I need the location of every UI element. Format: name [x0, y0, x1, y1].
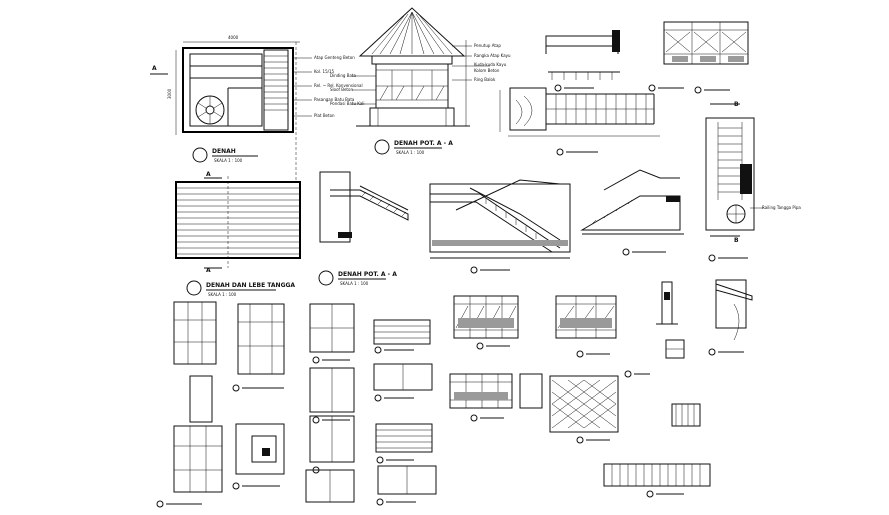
- section-marker-a-bottom: A: [206, 267, 211, 274]
- plan-note-4: Pasangan Batu Bata: [314, 97, 355, 102]
- section-marker-a-left: A: [152, 65, 157, 72]
- plan-note-5: Plat Beton: [314, 113, 335, 118]
- section2-title: DENAH POT. A - A: [338, 271, 397, 278]
- side-stair-elevation: B Railing Tangga Pipa B: [705, 101, 801, 262]
- misc-note: Railing Tangga Pipa: [762, 205, 801, 210]
- stair-section: DENAH POT. A - A SKALA 1 : 100: [318, 169, 684, 286]
- front-elevation: Penutup Atap Rangka Atap Kayu Kuda-kuda …: [330, 7, 511, 155]
- elev-note-7: Sloof Beton: [330, 87, 353, 92]
- right-column-details: [603, 279, 753, 498]
- bottom-middle-details: [373, 319, 437, 506]
- roof-section: A A DENAH DAN LEBE TANGGA SKALA 1 : 100: [175, 171, 301, 297]
- section1-title: DENAH POT. A - A: [394, 140, 453, 147]
- plan-note-1: Atap Genteng Beton: [314, 55, 355, 60]
- stair-plan-scale: SKALA 1 : 100: [208, 292, 237, 297]
- plan-note-2: Kol. 15/15: [314, 69, 335, 74]
- plan-title: DENAH: [212, 148, 236, 155]
- bottom-left-plans: [156, 301, 355, 508]
- elev-note-4: Ring Balok: [474, 77, 496, 82]
- plan-scale: SKALA 1 : 100: [214, 158, 243, 163]
- section2-scale: SKALA 1 : 100: [340, 281, 369, 286]
- plan-dimension-top: 4000: [228, 35, 239, 40]
- plan-dimension-side: 3000: [167, 88, 172, 99]
- top-right-details: [545, 21, 749, 94]
- elev-note-2: Rangka Atap Kayu: [474, 53, 511, 58]
- railing-panels: [449, 295, 619, 444]
- elev-note-8: Pondasi Batu Kali: [330, 101, 365, 106]
- section-marker-a-top: A: [206, 171, 211, 178]
- elev-note-6: Dinding Bata: [330, 73, 356, 78]
- section1-scale: SKALA 1 : 100: [396, 150, 425, 155]
- stair-plan: [499, 87, 660, 156]
- elev-note-5: Kolom Beton: [474, 68, 500, 73]
- stair-plan-title: DENAH DAN LEBE TANGGA: [206, 282, 295, 289]
- elev-note-1: Penutup Atap: [474, 43, 501, 48]
- section-marker-b-bottom: B: [734, 237, 739, 244]
- elev-note-3: Kuda-kuda Kayu: [474, 62, 507, 67]
- floor-plan: 4000 3000 A: [150, 35, 363, 180]
- plan-note-3: Rel. ~ Rel. Konvensional: [314, 83, 363, 88]
